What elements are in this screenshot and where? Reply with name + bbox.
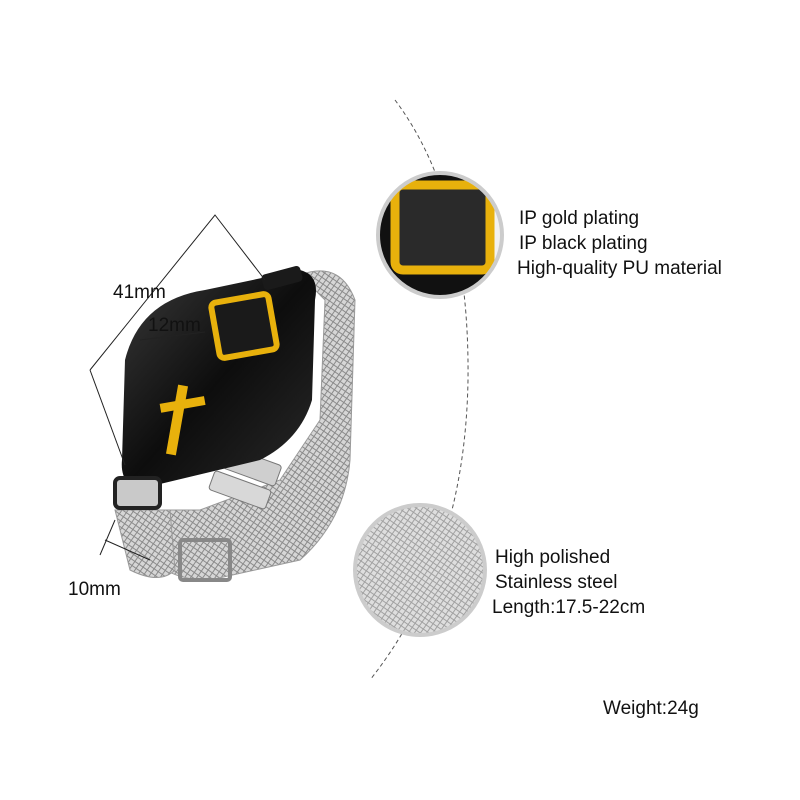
spec-line: IP gold plating [519, 208, 640, 229]
cross-emblem [159, 384, 206, 456]
spec-line: High-quality PU material [517, 258, 722, 279]
mesh-band-end [114, 509, 176, 578]
weight-label: Weight:24g [603, 698, 699, 719]
spec-line: Stainless steel [495, 572, 618, 593]
plate-spec-list: IP gold plating IP black plating High-qu… [517, 206, 722, 281]
detail-circle-plate [378, 173, 502, 297]
dimension-length-label: 41mm [113, 282, 166, 303]
spec-line: Length:17.5-22cm [492, 597, 646, 618]
plate-end-cap [261, 265, 303, 291]
dimension-lines [89, 214, 266, 561]
gold-frame [208, 291, 280, 361]
band-spec-list: High polished Stainless steel Length:17.… [492, 545, 646, 620]
buckle [178, 538, 232, 582]
dimension-band-label: 10mm [68, 579, 121, 600]
plate-connector [113, 476, 162, 510]
spec-line: IP black plating [519, 233, 648, 254]
detail-circle-border [353, 503, 487, 637]
detail-circle-border [376, 171, 504, 299]
dimension-width-label: 12mm [148, 315, 201, 336]
detail-circle-mesh [355, 505, 485, 635]
spec-line: High polished [495, 547, 611, 568]
clasp-slider [208, 470, 272, 510]
